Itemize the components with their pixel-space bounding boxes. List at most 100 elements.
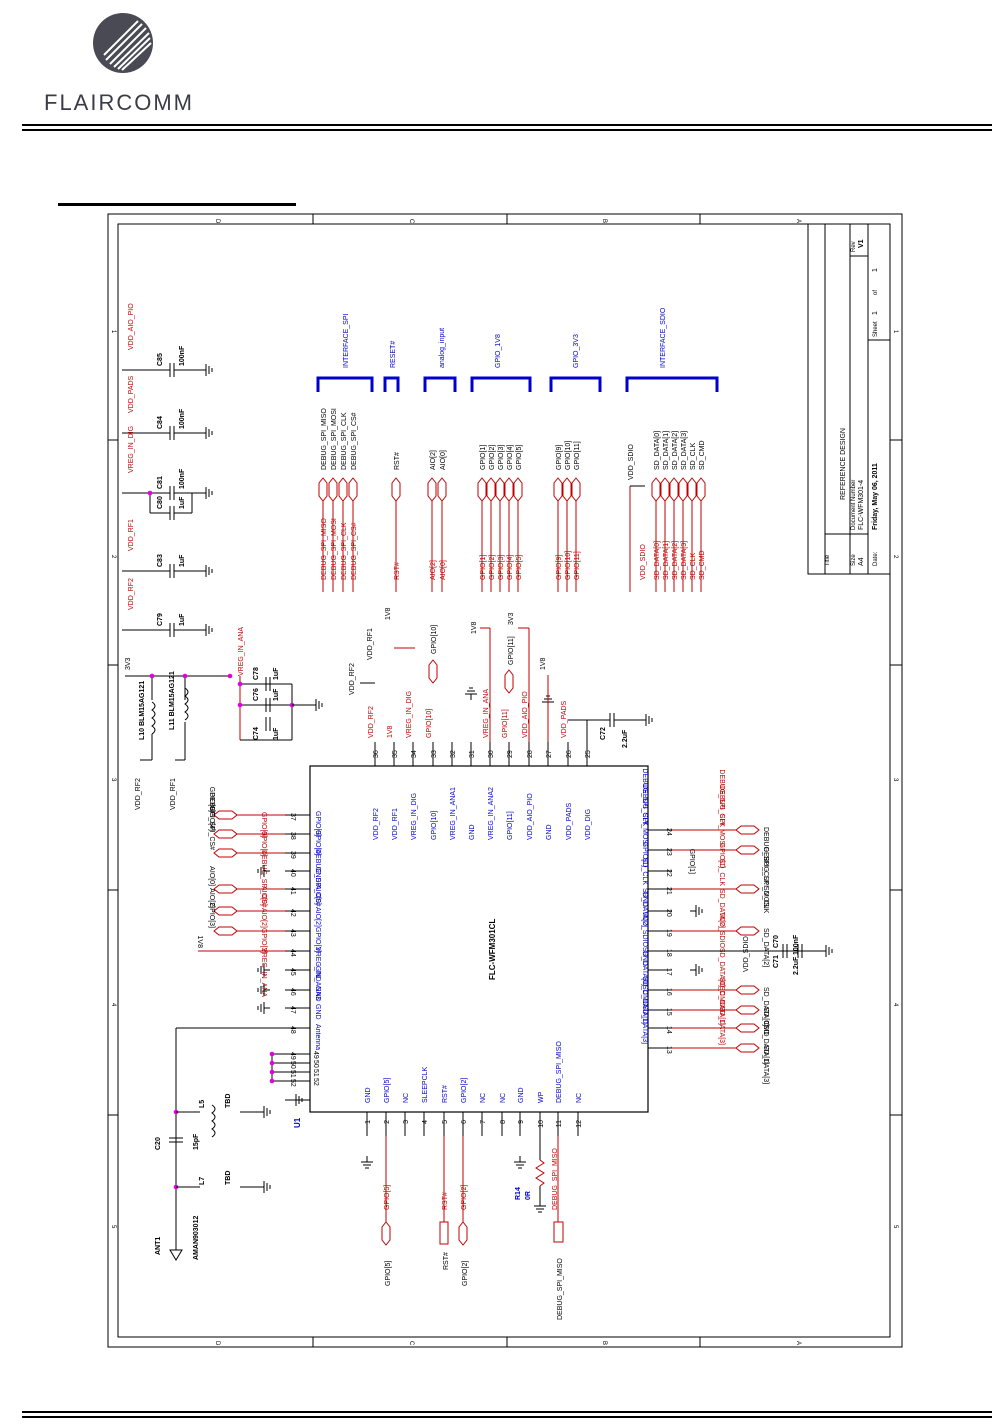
net-label: GPIO[10]: [431, 625, 438, 654]
bus-name: INTERFACE_SPI: [343, 313, 350, 368]
docnum-label: Document Number: [851, 480, 857, 530]
cap-value: 1uF: [179, 554, 186, 567]
border-number-left: 5: [110, 1225, 116, 1229]
bus-net-label: RST#: [394, 562, 401, 580]
bus-signal-label: SD_DATA[1]: [663, 431, 670, 470]
pin-net-label: AIO[2]: [260, 908, 267, 928]
bus-name: GPIO_3V3: [573, 334, 580, 368]
section-underline: [58, 203, 296, 206]
junction-dot: [147, 490, 153, 496]
pin-number: 50: [312, 1060, 319, 1068]
border-letter-bottom: D: [214, 1341, 220, 1346]
net-label: 3V3: [508, 612, 515, 625]
pin-name: RST#: [442, 1085, 449, 1103]
border-letter-top: D: [214, 219, 220, 224]
net-connector-icon: [318, 477, 328, 502]
bus-signal-label: SD_DATA[2]: [672, 431, 679, 470]
ground-icon: [534, 1200, 546, 1213]
pin-name: GPIO[4]: [314, 830, 321, 855]
bus-net-label: SD_DATA[1]: [663, 541, 670, 580]
pin-number: 35: [392, 750, 399, 758]
capacitor-icon: [797, 944, 803, 958]
bus-net-label: VDD_SDIO: [640, 544, 647, 580]
junction-dot: [269, 1051, 275, 1057]
date-label: Date:: [873, 551, 879, 566]
supply-net-label: VDD_RF2: [128, 578, 135, 610]
net-connector-icon: [735, 1023, 760, 1033]
net-connector-icon: [651, 477, 661, 502]
pin-number: 7: [480, 1120, 487, 1124]
net-connector-icon: [213, 906, 238, 916]
chip-part-number: FLC-WFM301CL: [488, 919, 497, 980]
ground-icon: [514, 1156, 526, 1169]
bus-net-label: SD_CLK: [690, 552, 697, 580]
pin-net-label: DEBUG_SPI_CS#: [260, 850, 267, 908]
ground-icon: [290, 1094, 303, 1106]
net-connector-icon: [735, 845, 760, 855]
border-ticks: [108, 214, 902, 1347]
off-sheet-label: AIO[0]: [208, 866, 215, 886]
capacitor-icon: [169, 1137, 183, 1143]
net-connector-icon: [735, 1005, 760, 1015]
pin-number: 18: [665, 949, 672, 957]
bus-net-label: DEBUG_SPI_MOSI: [331, 518, 338, 580]
net-connector-icon: [437, 477, 447, 502]
net-connector-icon: [427, 477, 437, 502]
net-connector-icon: [735, 884, 760, 894]
bus-signal-label: RST#: [394, 452, 401, 470]
off-sheet-label: DEBUG_SPI_CS#: [208, 792, 215, 850]
chip-body: [309, 765, 649, 1113]
capacitor-icon: [265, 698, 271, 712]
border-letter-top: A: [795, 219, 801, 223]
net-connector-icon: [669, 477, 679, 502]
cap-ref: C76: [253, 688, 260, 701]
ground-icon: [640, 714, 653, 726]
date-value: Friday, May 06, 2011: [872, 463, 879, 530]
pin-name: AIO[0]: [314, 885, 321, 905]
bus-net-label: DEBUG_SPI_MISO: [321, 518, 328, 580]
pin-name: NC: [480, 1093, 487, 1103]
net-label: GPIO[2]: [461, 1185, 468, 1210]
pin-name: NC: [576, 1093, 583, 1103]
pin-number: 49: [289, 1052, 296, 1060]
of-value: 1: [872, 268, 879, 272]
junction-dot: [227, 673, 233, 679]
pin-number: 23: [665, 848, 672, 856]
supply-net-label: VREG_IN_ANA: [238, 627, 245, 676]
pin-number: 43: [289, 929, 296, 937]
sheet-label: Sheet: [873, 321, 879, 337]
cap-value: 1uF: [273, 688, 280, 701]
pin-name: SD_DATA[1]: [641, 985, 648, 1024]
border-number-left: 4: [110, 1003, 116, 1007]
net-connector-icon: [562, 477, 572, 502]
bus-net-label: GPIO[3]: [498, 555, 505, 580]
bus-signal-label: DEBUG_SPI_MOSI: [331, 408, 338, 470]
pin-number: 27: [546, 750, 553, 758]
inductor-ref: L5: [199, 1100, 206, 1108]
net-connector-icon: [504, 669, 514, 694]
supply-net-label: VDD_PADS: [128, 375, 135, 413]
pin-net-label: SD_DATA[3]: [718, 1006, 725, 1045]
ground-icon: [690, 905, 703, 917]
pin-number: 22: [665, 869, 672, 877]
pin-number: 37: [289, 813, 296, 821]
bus-signal-label: DEBUG_SPI_CS#: [351, 412, 358, 470]
bus-signal-label: SD_CLK: [690, 442, 697, 470]
net-connector-icon: [504, 477, 514, 502]
size-label: Size: [851, 554, 857, 566]
title-block: [807, 223, 891, 575]
junction-dot: [149, 673, 155, 679]
bus-signal-label: GPIO[9]: [556, 445, 563, 470]
net-label: VDD_RF1: [367, 628, 374, 660]
pin-net-label: GPIO[11]: [502, 709, 509, 738]
pin-number: 6: [461, 1120, 468, 1124]
net-connector-icon: [213, 829, 238, 839]
pin-name: DEBUG_SPI_MOSI: [641, 784, 648, 846]
off-sheet-label: DEBUG_SPI_MOSI: [762, 847, 769, 909]
capacitor-icon: [169, 623, 175, 637]
bus-net-label: GPIO[5]: [516, 555, 523, 580]
pin-number: 4: [422, 1120, 429, 1124]
bus-name: analog_input: [439, 328, 446, 368]
pin-number: 40: [289, 869, 296, 877]
bus-net-label: SD_DATA[0]: [654, 541, 661, 580]
